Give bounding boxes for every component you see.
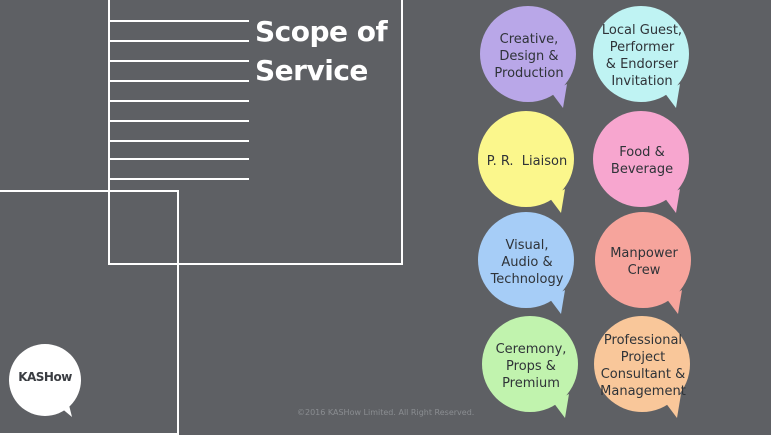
service-label-line: Project xyxy=(620,350,666,365)
service-label-line: Creative, xyxy=(499,31,559,47)
logo-bubble-icon xyxy=(9,344,81,417)
decorative-line xyxy=(110,140,249,142)
kashow-logo: KASHow xyxy=(8,343,82,417)
service-label-line: Production xyxy=(494,65,564,81)
speech-bubble-shape xyxy=(594,316,690,418)
service-label-line: & Endorser xyxy=(605,57,679,72)
service-label-line: Beverage xyxy=(610,162,674,177)
speech-bubble-shape xyxy=(478,111,574,213)
decorative-line xyxy=(110,80,249,82)
service-label-line: Food & xyxy=(619,145,665,160)
decorative-line xyxy=(110,158,249,160)
title-line-1: Scope of xyxy=(255,15,388,48)
service-bubble: Food & Beverage xyxy=(592,111,692,213)
decorative-line xyxy=(110,100,249,102)
service-label-line: Visual, xyxy=(505,237,549,253)
copyright-text: ©2016 KASHow Limited. All Right Reserved… xyxy=(297,408,475,417)
speech-bubble-shape xyxy=(595,212,691,314)
speech-bubble-shape xyxy=(482,316,578,418)
service-bubble: P. R. Liaison xyxy=(477,111,577,213)
decorative-line xyxy=(110,178,249,180)
service-label: Ceremony,Props &Premium xyxy=(481,316,581,416)
service-label: Visual,Audio &Technology xyxy=(477,212,577,312)
speech-bubble-shape xyxy=(593,6,689,108)
service-bubble: Visual,Audio &Technology xyxy=(477,212,577,314)
speech-bubble-shape xyxy=(478,212,574,314)
service-label-line: Management xyxy=(600,384,686,399)
service-label: P. R. Liaison xyxy=(477,111,577,211)
page-title: Scope of Service xyxy=(255,12,388,90)
service-label-line: Props & xyxy=(506,358,556,374)
speech-bubble-shape xyxy=(593,111,689,213)
service-label-line: Performer xyxy=(609,40,675,55)
service-label-line: Design & xyxy=(499,48,559,64)
service-label-line: Consultant & xyxy=(600,367,686,382)
service-label-line: Technology xyxy=(490,271,564,287)
service-label-line: Crew xyxy=(627,263,661,278)
service-bubble: Creative,Design &Production xyxy=(479,6,579,108)
service-label-line: Ceremony, xyxy=(495,341,567,357)
service-label-line: Manpower xyxy=(610,246,678,261)
service-label-line: Audio & xyxy=(501,254,553,270)
service-label: Food & Beverage xyxy=(592,111,692,211)
service-label-line: Local Guest, xyxy=(601,23,683,38)
decorative-line xyxy=(110,40,249,42)
decorative-line xyxy=(110,120,249,122)
decorative-frame-large xyxy=(108,0,403,265)
service-label-line: P. R. Liaison xyxy=(486,153,568,169)
service-bubble: Ceremony,Props &Premium xyxy=(481,316,581,418)
decorative-line xyxy=(110,60,249,62)
title-line-2: Service xyxy=(255,54,368,87)
service-label: Creative,Design &Production xyxy=(479,6,579,106)
service-label-line: Invitation xyxy=(611,74,673,89)
speech-bubble-shape xyxy=(480,6,576,108)
service-label-line: Professional xyxy=(603,333,683,348)
service-label-line: Premium xyxy=(502,375,560,391)
decorative-line xyxy=(110,20,249,22)
logo-text: KASHow xyxy=(18,370,72,384)
